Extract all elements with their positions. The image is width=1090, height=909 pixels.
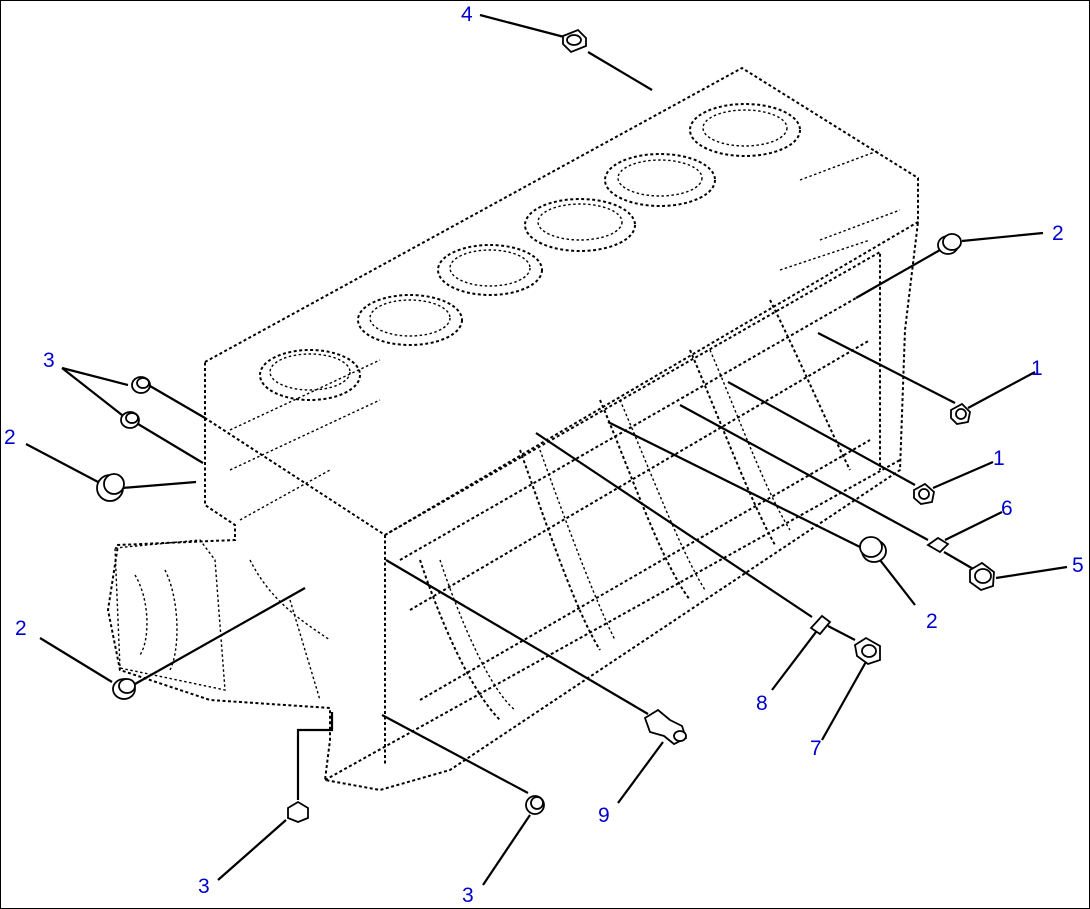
washer-part-8 bbox=[809, 614, 832, 636]
callout-2-left-upper: 2 bbox=[4, 426, 16, 449]
callout-3-bottom-left: 3 bbox=[198, 875, 210, 898]
plug-part-7 bbox=[854, 636, 881, 666]
callout-6: 6 bbox=[1001, 497, 1013, 520]
plug-part-3-bottom-left bbox=[287, 800, 309, 823]
callout-1-lower: 1 bbox=[993, 447, 1005, 470]
plug-part-2-left-lower bbox=[112, 678, 136, 700]
plug-part-3-bottom-center bbox=[525, 795, 545, 815]
plug-part-3-left-lower bbox=[120, 411, 140, 429]
callout-4: 4 bbox=[461, 3, 473, 26]
callout-5: 5 bbox=[1072, 554, 1084, 577]
callout-1-upper: 1 bbox=[1031, 357, 1043, 380]
leader-lines bbox=[25, 13, 1068, 886]
gasket-part-6 bbox=[926, 536, 950, 554]
cylinder-bores bbox=[259, 103, 801, 401]
callout-8: 8 bbox=[756, 692, 768, 715]
plug-part-1-lower bbox=[913, 482, 935, 505]
callout-3-bottom-center: 3 bbox=[462, 884, 474, 907]
callout-3-left: 3 bbox=[43, 349, 55, 372]
plug-part-1-upper bbox=[950, 402, 971, 425]
plug-part-3-left-upper bbox=[131, 376, 151, 394]
fitting-part-9 bbox=[643, 708, 688, 746]
plug-part-2-upper-right bbox=[937, 233, 962, 255]
callout-9: 9 bbox=[598, 804, 610, 827]
callout-7: 7 bbox=[810, 737, 822, 760]
plug-part-2-left-upper bbox=[96, 473, 125, 502]
parts bbox=[96, 28, 995, 823]
callout-2-upper-right: 2 bbox=[1052, 222, 1064, 245]
plug-part-4 bbox=[562, 28, 587, 54]
crankcase-ribs bbox=[229, 149, 901, 721]
callout-2-left-lower: 2 bbox=[15, 617, 27, 640]
cylinder-block bbox=[106, 66, 919, 792]
drain-plug-part-5 bbox=[969, 561, 995, 592]
callout-2-middle-right: 2 bbox=[926, 610, 938, 633]
plug-part-2-middle-right bbox=[859, 536, 887, 563]
callout-labels: 4 2 1 1 6 5 2 8 7 9 3 3 3 2 2 bbox=[4, 3, 1084, 907]
